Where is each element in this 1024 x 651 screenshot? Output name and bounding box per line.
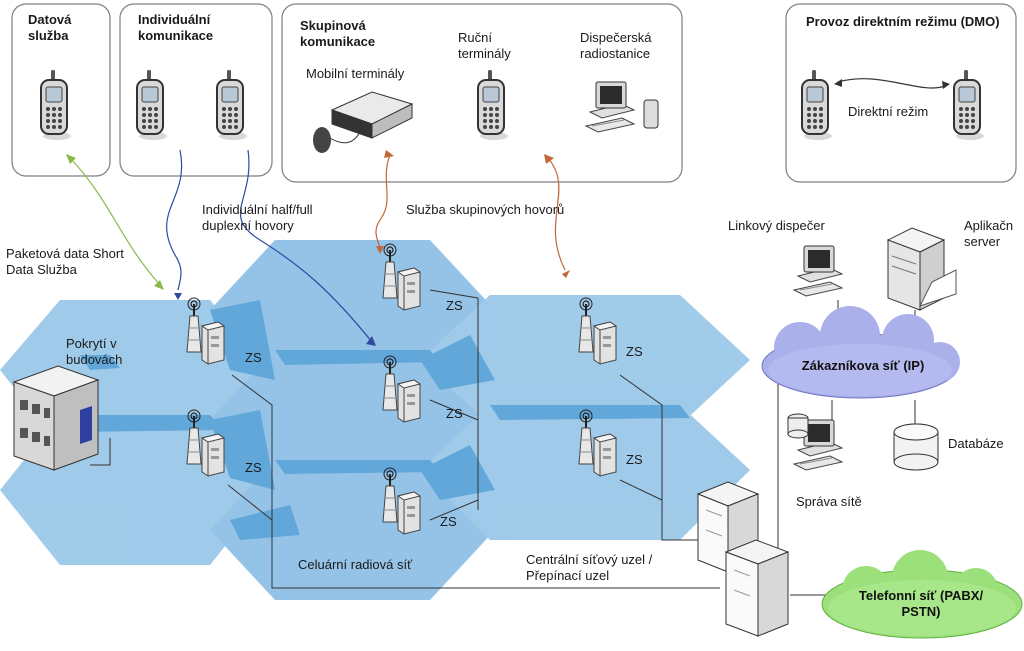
dispatcher-radio-icon	[585, 81, 659, 133]
label-databaze: Databáze	[948, 436, 1004, 451]
building-icon	[12, 365, 100, 471]
label-mobilni-terminaly: Mobilní terminály	[306, 66, 405, 81]
telephone-network-cloud	[821, 550, 1023, 639]
title-provoz-dmo: Provoz direktním režimu (DMO)	[806, 14, 1000, 29]
label-pokryti: Pokrytí v budovách	[66, 336, 123, 367]
label-telefonni-sit: Telefonní síť (PABX/ PSTN)	[858, 588, 984, 619]
database-icon-sprava	[787, 413, 809, 439]
label-direktni-rezim: Direktní režim	[848, 104, 929, 119]
label-zs-4: ZS	[446, 406, 463, 421]
server-icon	[886, 227, 957, 311]
workstation-icon-linkovy	[793, 245, 843, 297]
title-datova-sluzba: Datová služba	[28, 12, 72, 43]
customer-network-cloud	[761, 306, 960, 399]
cellular-network	[0, 240, 750, 600]
label-zs-1: ZS	[245, 350, 262, 365]
label-dispecerska-radiostanice: Dispečerská radiostanice	[580, 30, 652, 61]
title-individualni-komunikace: Individuální komunikace	[138, 12, 214, 43]
mobile-terminal-icon	[313, 91, 414, 153]
link-arrows	[66, 78, 950, 346]
label-centralni-uzel: Centrální síťový uzel / Přepínací uzel	[526, 552, 653, 583]
title-skupinova-komunikace: Skupinová komunikace	[300, 18, 376, 49]
label-celularni-sit: Celuární radiová síť	[298, 557, 412, 572]
label-zs-5: ZS	[440, 514, 457, 529]
label-rucni-terminaly: Ruční terminály	[458, 30, 511, 61]
label-linkovy-dispecer: Linkový dispečer	[728, 218, 825, 233]
database-icon	[893, 423, 939, 471]
label-sprava-site: Správa sítě	[796, 494, 862, 509]
label-zs-2: ZS	[245, 460, 262, 475]
label-paketova-data: Paketová data Short Data Služba	[6, 246, 124, 277]
central-switch-icon	[696, 481, 790, 637]
label-individualni-hovory: Individuální half/full duplexní hovory	[202, 202, 313, 233]
label-zs-7: ZS	[626, 452, 643, 467]
label-zs-6: ZS	[626, 344, 643, 359]
label-zakaznikova-sit: Zákazníkova síť (IP)	[801, 358, 925, 373]
label-aplikacni-server: Aplikačn server	[964, 218, 1014, 249]
label-sluzba-skupinovych: Služba skupinových hovorů	[406, 202, 565, 217]
label-zs-3: ZS	[446, 298, 463, 313]
